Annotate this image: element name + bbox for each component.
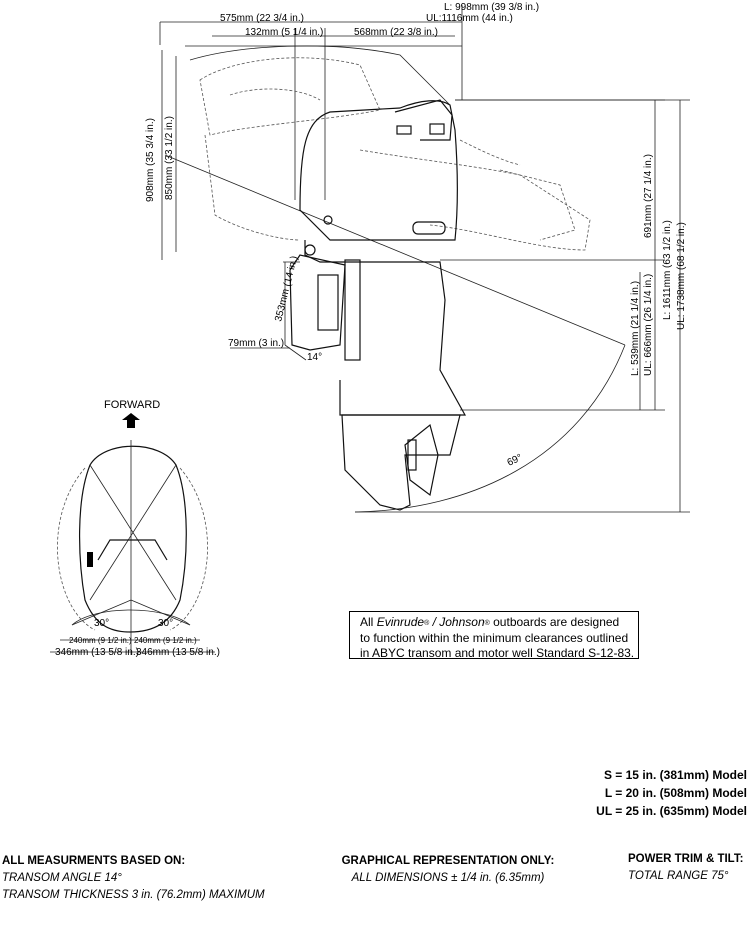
dim-transom-angle: 14° (307, 352, 322, 363)
footer-trim: POWER TRIM & TILT: TOTAL RANGE 75° (628, 851, 743, 885)
footer-center-title: GRAPHICAL REPRESENTATION ONLY: (341, 855, 555, 867)
note-line-1: All Evinrude® / Johnson® outboards are d… (360, 615, 620, 629)
model-l: L = 20 in. (508mm) Model (604, 786, 747, 800)
width-left: 346mm (13 5/8 in.) (55, 647, 139, 658)
dim-transom-clearance: 79mm (3 in.) (228, 338, 284, 349)
model-legend: S = 15 in. (381mm) Model L = 20 in. (508… (596, 766, 747, 820)
swing-left: 240mm (9 1/2 in.) (69, 636, 132, 645)
left-height-lines (161, 50, 177, 260)
top-view-engine (50, 440, 215, 655)
width-right: 346mm (13 5/8 in.) (136, 647, 220, 658)
dim-overall-length-ul: UL:1116mm (44 in.) (426, 13, 513, 24)
steer-angle-left: 30° (94, 618, 109, 629)
tilted-engine-ghost (199, 57, 591, 251)
model-ul: UL = 25 in. (635mm) Model (596, 804, 747, 818)
dim-cowl-height: 691mm (27 1/4 in.) (643, 154, 654, 238)
note-line-3: in ABYC transom and motor well Standard … (360, 646, 635, 660)
swing-right: 240mm (9 1/2 in.) (134, 636, 197, 645)
bracket-dimension-lines (230, 261, 307, 361)
footer-graphical: GRAPHICAL REPRESENTATION ONLY: ALL DIMEN… (338, 853, 558, 887)
footer-right-line1: TOTAL RANGE 75° (628, 870, 729, 882)
trim-arc (354, 344, 626, 513)
dim-trim-arc: 69° (506, 452, 524, 468)
steer-angle-right: 30° (158, 618, 173, 629)
footer-left-line2: TRANSOM THICKNESS 3 in. (76.2mm) MAXIMUM (2, 889, 265, 901)
dim-shaft-l: L: 539mm (21 1/4 in.) (630, 281, 641, 376)
footer-measurements: ALL MEASURMENTS BASED ON: TRANSOM ANGLE … (2, 853, 265, 904)
brand-evinrude: Evinrude (376, 615, 425, 629)
dim-overall-length-l: L: 998mm (39 3/8 in.) (444, 2, 539, 13)
dim-total-ul: UL: 1738mm (68 1/2 in.) (676, 222, 687, 330)
forward-arrow-icon (122, 413, 140, 428)
dim-bracket-height: 353mm (14 in.) (273, 255, 300, 323)
model-s: S = 15 in. (381mm) Model (603, 768, 747, 782)
note-line-2: to function within the minimum clearance… (360, 631, 629, 645)
dim-shaft-ul: UL: 666mm (26 1/4 in.) (643, 274, 654, 376)
tilt-reference-line (164, 154, 626, 346)
dim-rear-length: 568mm (22 3/8 in.) (354, 27, 438, 38)
right-height-lines (355, 99, 690, 513)
footer-left-line1: TRANSOM ANGLE 14° (2, 872, 122, 884)
dim-tilt-height-2: 850mm (33 1/2 in.) (164, 116, 175, 200)
forward-label: FORWARD (104, 399, 160, 411)
outboard-motor (189, 45, 467, 511)
dim-total-l: L: 1611mm (63 1/2 in.) (662, 220, 673, 320)
footer-left-title: ALL MEASURMENTS BASED ON: (2, 855, 186, 867)
dim-pivot-offset: 132mm (5 1/4 in.) (245, 27, 323, 38)
footer-center-line1: ALL DIMENSIONS ± 1/4 in. (6.35mm) (351, 872, 545, 884)
brand-johnson: Johnson (439, 615, 485, 629)
footer-right-title: POWER TRIM & TILT: (628, 853, 744, 865)
dim-tilt-height-1: 908mm (35 3/4 in.) (145, 118, 156, 202)
dim-front-overhang: 575mm (22 3/4 in.) (220, 13, 304, 24)
abyc-note: All Evinrude® / Johnson® outboards are d… (349, 611, 639, 660)
